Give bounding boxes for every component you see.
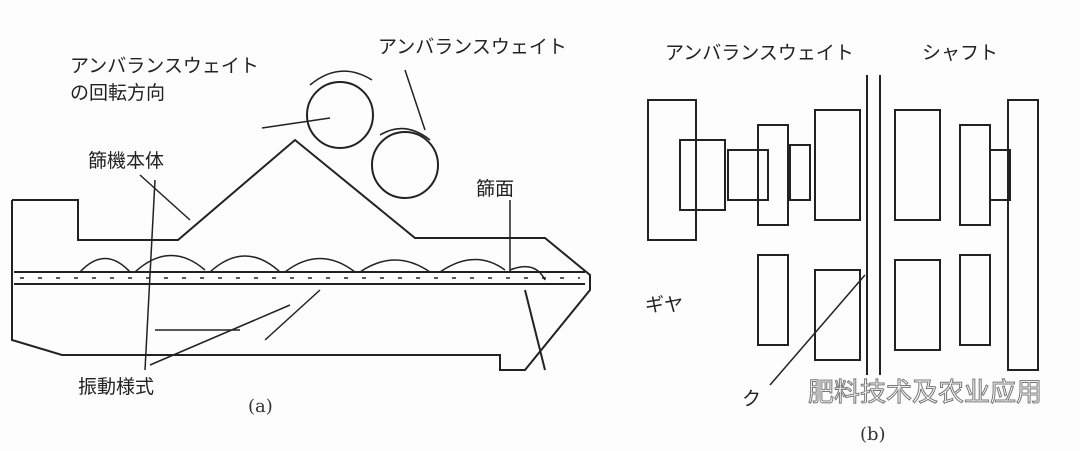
label-unbalance-weight-a: アンバランスウェイト (378, 36, 567, 58)
label-unbalance-weight-b: アンバランスウェイト (665, 42, 854, 64)
unbalance-weights (261, 69, 439, 199)
label-shaft: シャフト (922, 42, 999, 64)
material-flow-arrows (79, 254, 546, 281)
label-crank: ク (742, 388, 762, 410)
screen-machine-body (11, 138, 591, 371)
drive-assembly-b (647, 75, 1039, 386)
label-screen-surface: 篩面 (476, 178, 515, 200)
label-gear: ギヤ (645, 294, 684, 316)
caption-b: (b) (860, 424, 886, 445)
label-screen-body: 篩機本体 (88, 150, 165, 172)
label-weight-rotation-1: アンバランスウェイト (70, 55, 259, 77)
label-weight-rotation-2: の回転方向 (70, 82, 166, 104)
caption-a: (a) (248, 396, 273, 417)
label-vibration-mode: 振動様式 (78, 376, 155, 398)
vibration-arrows (139, 174, 511, 371)
watermark: 肥料技术及农业应用 (807, 378, 1043, 409)
